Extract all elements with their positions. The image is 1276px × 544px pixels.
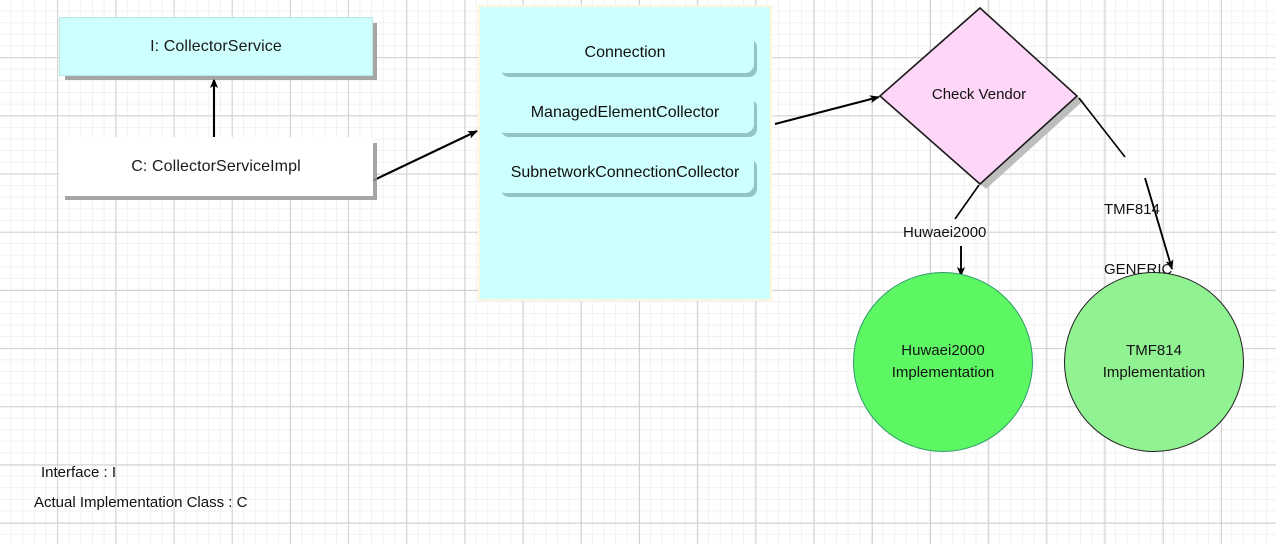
huawei-implementation-node[interactable]: Huwaei2000 Implementation	[853, 272, 1033, 452]
collector-container[interactable]: Connection ManagedElementCollector Subne…	[478, 5, 772, 301]
decision-node-label: Check Vendor	[931, 86, 1027, 103]
interface-node[interactable]: I: CollectorService	[59, 17, 373, 76]
tmf814-implementation-line2: Implementation	[1102, 364, 1206, 381]
huawei-implementation-line2: Implementation	[891, 364, 995, 381]
tmf814-implementation-node[interactable]: TMF814 Implementation	[1064, 272, 1244, 452]
edge-decision-to-tmf-upper	[1078, 97, 1126, 158]
edge-decision-to-huawei-upper	[954, 184, 980, 220]
tmf814-implementation-label: TMF814 Implementation	[1103, 340, 1206, 384]
edge-impl-to-collectors	[371, 130, 478, 182]
impl-class-node-label: C: CollectorServiceImpl	[131, 157, 301, 175]
collector-item-label: ManagedElementCollector	[530, 104, 720, 121]
collector-item-label: SubnetworkConnectionCollector	[510, 164, 740, 181]
collector-item-connection[interactable]: Connection	[496, 33, 754, 73]
huawei-implementation-label: Huwaei2000 Implementation	[892, 340, 995, 384]
collector-item-subnetwork-connection-collector[interactable]: SubnetworkConnectionCollector	[496, 153, 754, 193]
decision-node[interactable]: Check Vendor	[880, 8, 1078, 185]
tmf814-implementation-line1: TMF814	[1126, 342, 1182, 359]
impl-class-node[interactable]: C: CollectorServiceImpl	[59, 137, 373, 196]
edge-collectors-to-decision	[774, 95, 880, 126]
collector-item-managed-element-collector[interactable]: ManagedElementCollector	[496, 93, 754, 133]
huawei-implementation-line1: Huwaei2000	[901, 342, 985, 359]
edge-label-tmf814-line1: TMF814	[1104, 201, 1160, 218]
legend-interface: Interface : I	[41, 464, 117, 481]
edge-label-huawei2000: Huwaei2000	[903, 224, 987, 241]
legend-impl-class: Actual Implementation Class : C	[34, 494, 248, 511]
interface-node-label: I: CollectorService	[150, 37, 282, 55]
collector-item-label: Connection	[584, 44, 666, 61]
